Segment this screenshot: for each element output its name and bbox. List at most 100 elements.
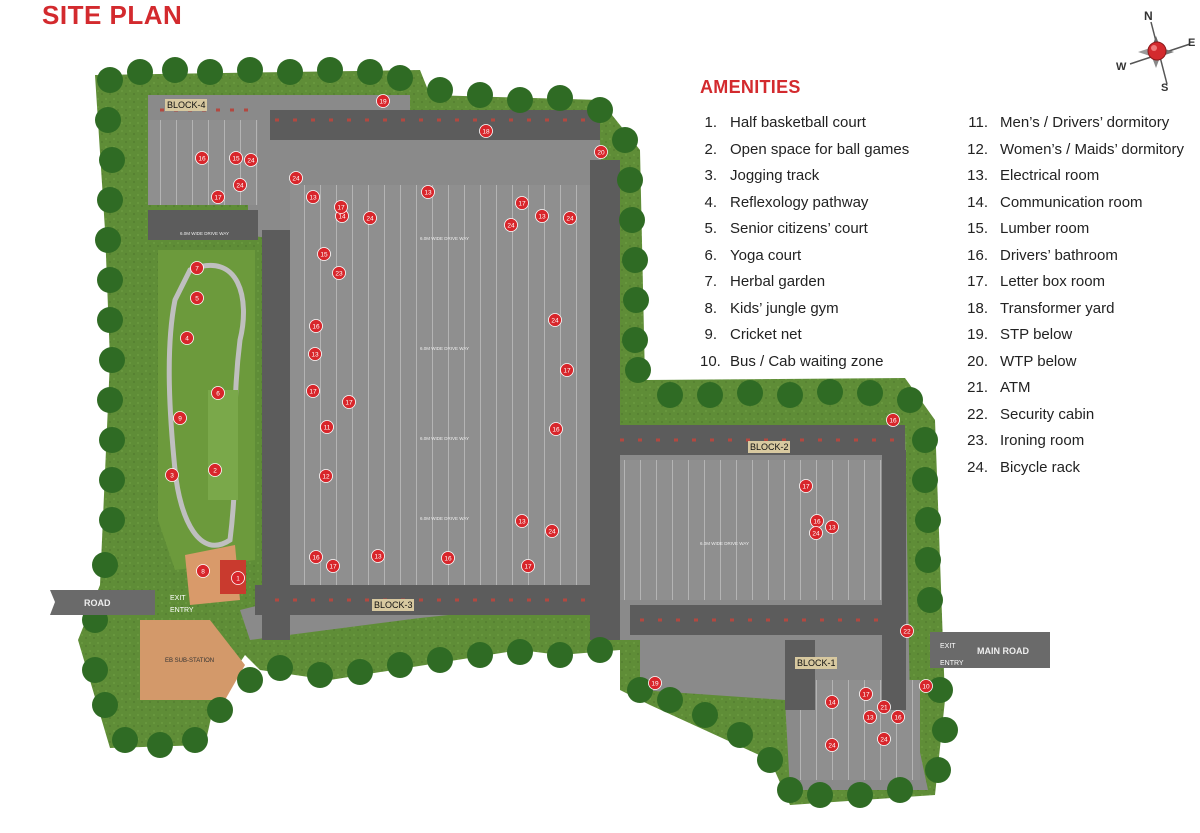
- amenity-label: Open space for ball games: [730, 140, 910, 158]
- tree-icon: [622, 247, 648, 273]
- marker-number: 12: [322, 473, 330, 480]
- marker-number: 22: [903, 628, 911, 635]
- block-labels: BLOCK-4 BLOCK-3 BLOCK-2 BLOCK-1: [165, 99, 837, 669]
- marker-number: 16: [889, 417, 897, 424]
- amenity-item: 11.Men’s / Drivers’ dormitory: [966, 112, 1184, 139]
- marker-number: 6: [216, 390, 220, 397]
- marker-number: 17: [345, 399, 353, 406]
- amenity-item: 2.Open space for ball games: [700, 139, 909, 166]
- amenity-label: Senior citizens’ court: [730, 220, 868, 237]
- tree-icon: [427, 647, 453, 673]
- tree-icon: [357, 59, 383, 85]
- amenity-marker: 7: [190, 261, 204, 275]
- amenity-marker: 16: [886, 413, 900, 427]
- tree-icon: [95, 107, 121, 133]
- driveway-label: 6.0M WIDE DRIVE WAY: [420, 236, 469, 241]
- marker-number: 17: [563, 367, 571, 374]
- amenity-item: 13.Electrical room: [966, 165, 1184, 192]
- amenity-item: 22. Security cabin: [966, 404, 1184, 431]
- amenity-label: Jogging track: [730, 167, 820, 184]
- marker-number: 1: [236, 575, 240, 582]
- amenity-marker: 17: [515, 196, 529, 210]
- marker-number: 16: [312, 323, 320, 330]
- compass-south: S: [1161, 82, 1168, 94]
- amenity-label: Security cabin: [1000, 405, 1095, 423]
- amenity-item: 5. Senior citizens’ court: [700, 218, 909, 245]
- amenity-number: 21.: [967, 379, 988, 396]
- amenity-marker: 12: [319, 469, 333, 483]
- entry-right-label: ENTRY: [940, 660, 964, 667]
- amenity-marker: 24: [244, 153, 258, 167]
- amenity-marker: 6: [211, 386, 225, 400]
- amenity-label: Drivers’ bathroom: [1000, 246, 1118, 264]
- amenity-marker: 24: [563, 211, 577, 225]
- tree-icon: [467, 82, 493, 108]
- compass-west: W: [1116, 61, 1127, 73]
- tree-icon: [307, 662, 333, 688]
- amenity-marker: 15: [229, 151, 243, 165]
- tree-icon: [97, 387, 123, 413]
- driveway-label: 6.0M WIDE DRIVE WAY: [420, 516, 469, 521]
- amenity-marker: 17: [859, 687, 873, 701]
- amenity-marker: 17: [342, 395, 356, 409]
- marker-number: 14: [828, 699, 836, 706]
- amenity-item: 9.Cricket net: [700, 324, 909, 351]
- amenity-markers: 1234567891011121313131313131313141415151…: [165, 94, 933, 752]
- amenity-label: Bus / Cab waiting zone: [730, 352, 884, 370]
- main-road-label: MAIN ROAD: [977, 646, 1029, 656]
- amenity-label: Kids’ jungle gym: [730, 299, 839, 317]
- amenity-marker: 17: [521, 559, 535, 573]
- tree-icon: [925, 757, 951, 783]
- tree-icon: [727, 722, 753, 748]
- tree-icon: [737, 380, 763, 406]
- tree-icon: [507, 639, 533, 665]
- amenity-label: Bicycle rack: [1000, 458, 1081, 476]
- amenity-item: 19.STP below: [966, 324, 1184, 351]
- amenity-label: Ironing room: [1000, 432, 1085, 449]
- tree-icon: [507, 87, 533, 113]
- amenity-label: Half basketball court: [730, 114, 866, 131]
- amenity-number: 6.: [704, 246, 717, 264]
- amenity-item: 23.Ironing room: [966, 430, 1184, 457]
- tree-icon: [277, 59, 303, 85]
- marker-number: 11: [324, 424, 331, 431]
- amenity-marker: 13: [535, 209, 549, 223]
- amenity-marker: 2: [208, 463, 222, 477]
- amenity-number: 22.: [967, 405, 988, 423]
- amenity-marker: 24: [825, 738, 839, 752]
- tree-icon: [97, 187, 123, 213]
- block-2-label: BLOCK-2: [750, 442, 789, 452]
- amenity-marker: 8: [196, 564, 210, 578]
- amenity-label: Communication room: [1000, 193, 1143, 211]
- substation-area: [140, 620, 245, 700]
- marker-number: 13: [309, 194, 317, 201]
- exit-right-label: EXIT: [940, 643, 956, 650]
- tree-icon: [467, 642, 493, 668]
- substation-label: EB SUB-STATION: [165, 658, 214, 664]
- marker-number: 23: [335, 270, 343, 277]
- amenity-number: 5.: [704, 220, 717, 237]
- page-title: SITE PLAN: [42, 0, 183, 30]
- amenity-item: 10.Bus / Cab waiting zone: [700, 351, 909, 378]
- tree-icon: [619, 207, 645, 233]
- amenity-item: 24.Bicycle rack: [966, 457, 1184, 484]
- amenity-item: 18.Transformer yard: [966, 298, 1184, 325]
- tree-icon: [317, 57, 343, 83]
- amenity-marker: 17: [799, 479, 813, 493]
- tree-icon: [692, 702, 718, 728]
- tree-icon: [237, 667, 263, 693]
- amenity-marker: 11: [320, 420, 334, 434]
- marker-number: 16: [813, 518, 821, 525]
- amenity-marker: 17: [560, 363, 574, 377]
- tree-icon: [857, 380, 883, 406]
- amenity-marker: 24: [548, 313, 562, 327]
- marker-number: 16: [894, 714, 902, 721]
- amenity-number: 14.: [967, 193, 988, 211]
- amenity-item: 21.ATM: [966, 377, 1184, 404]
- amenity-marker: 21: [877, 700, 891, 714]
- tree-icon: [912, 467, 938, 493]
- amenity-label: Letter box room: [1000, 273, 1106, 290]
- amenity-item: 8.Kids’ jungle gym: [700, 298, 909, 325]
